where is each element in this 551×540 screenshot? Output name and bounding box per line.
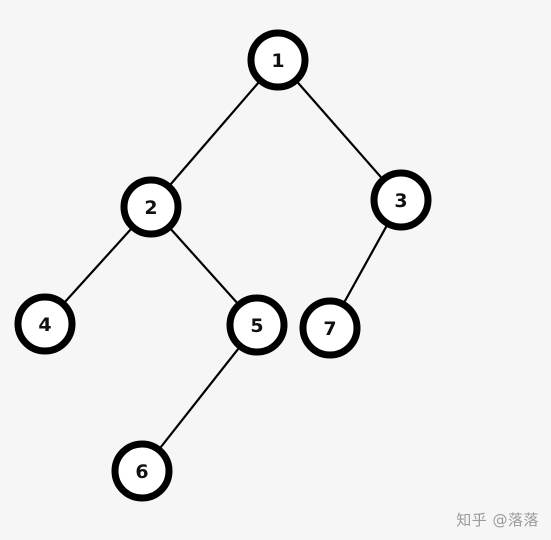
- node-label: 3: [394, 190, 407, 212]
- edge-1-3: [277, 59, 402, 201]
- node-label: 4: [38, 314, 51, 336]
- tree-node-7: 7: [299, 297, 361, 359]
- tree-node-5: 5: [226, 294, 288, 356]
- tree-edges: [44, 59, 402, 472]
- tree-node-1: 1: [247, 29, 309, 91]
- node-label: 7: [323, 318, 336, 340]
- node-circle: [14, 293, 76, 355]
- node-circle: [120, 176, 182, 238]
- node-circle: [370, 169, 432, 231]
- node-label: 2: [144, 197, 157, 219]
- tree-node-6: 6: [111, 440, 173, 502]
- node-label: 1: [271, 50, 284, 72]
- tree-node-2: 2: [120, 176, 182, 238]
- node-circle: [111, 440, 173, 502]
- tree-nodes: 1 2 3 4 5 6 7: [14, 29, 432, 502]
- tree-node-4: 4: [14, 293, 76, 355]
- tree-node-3: 3: [370, 169, 432, 231]
- edge-5-6: [141, 324, 258, 472]
- node-circle: [226, 294, 288, 356]
- node-label: 6: [135, 461, 148, 483]
- node-label: 5: [250, 315, 263, 337]
- node-circle: [247, 29, 309, 91]
- node-circle: [299, 297, 361, 359]
- edge-1-2: [150, 59, 279, 208]
- watermark: 知乎 @落落: [456, 511, 539, 529]
